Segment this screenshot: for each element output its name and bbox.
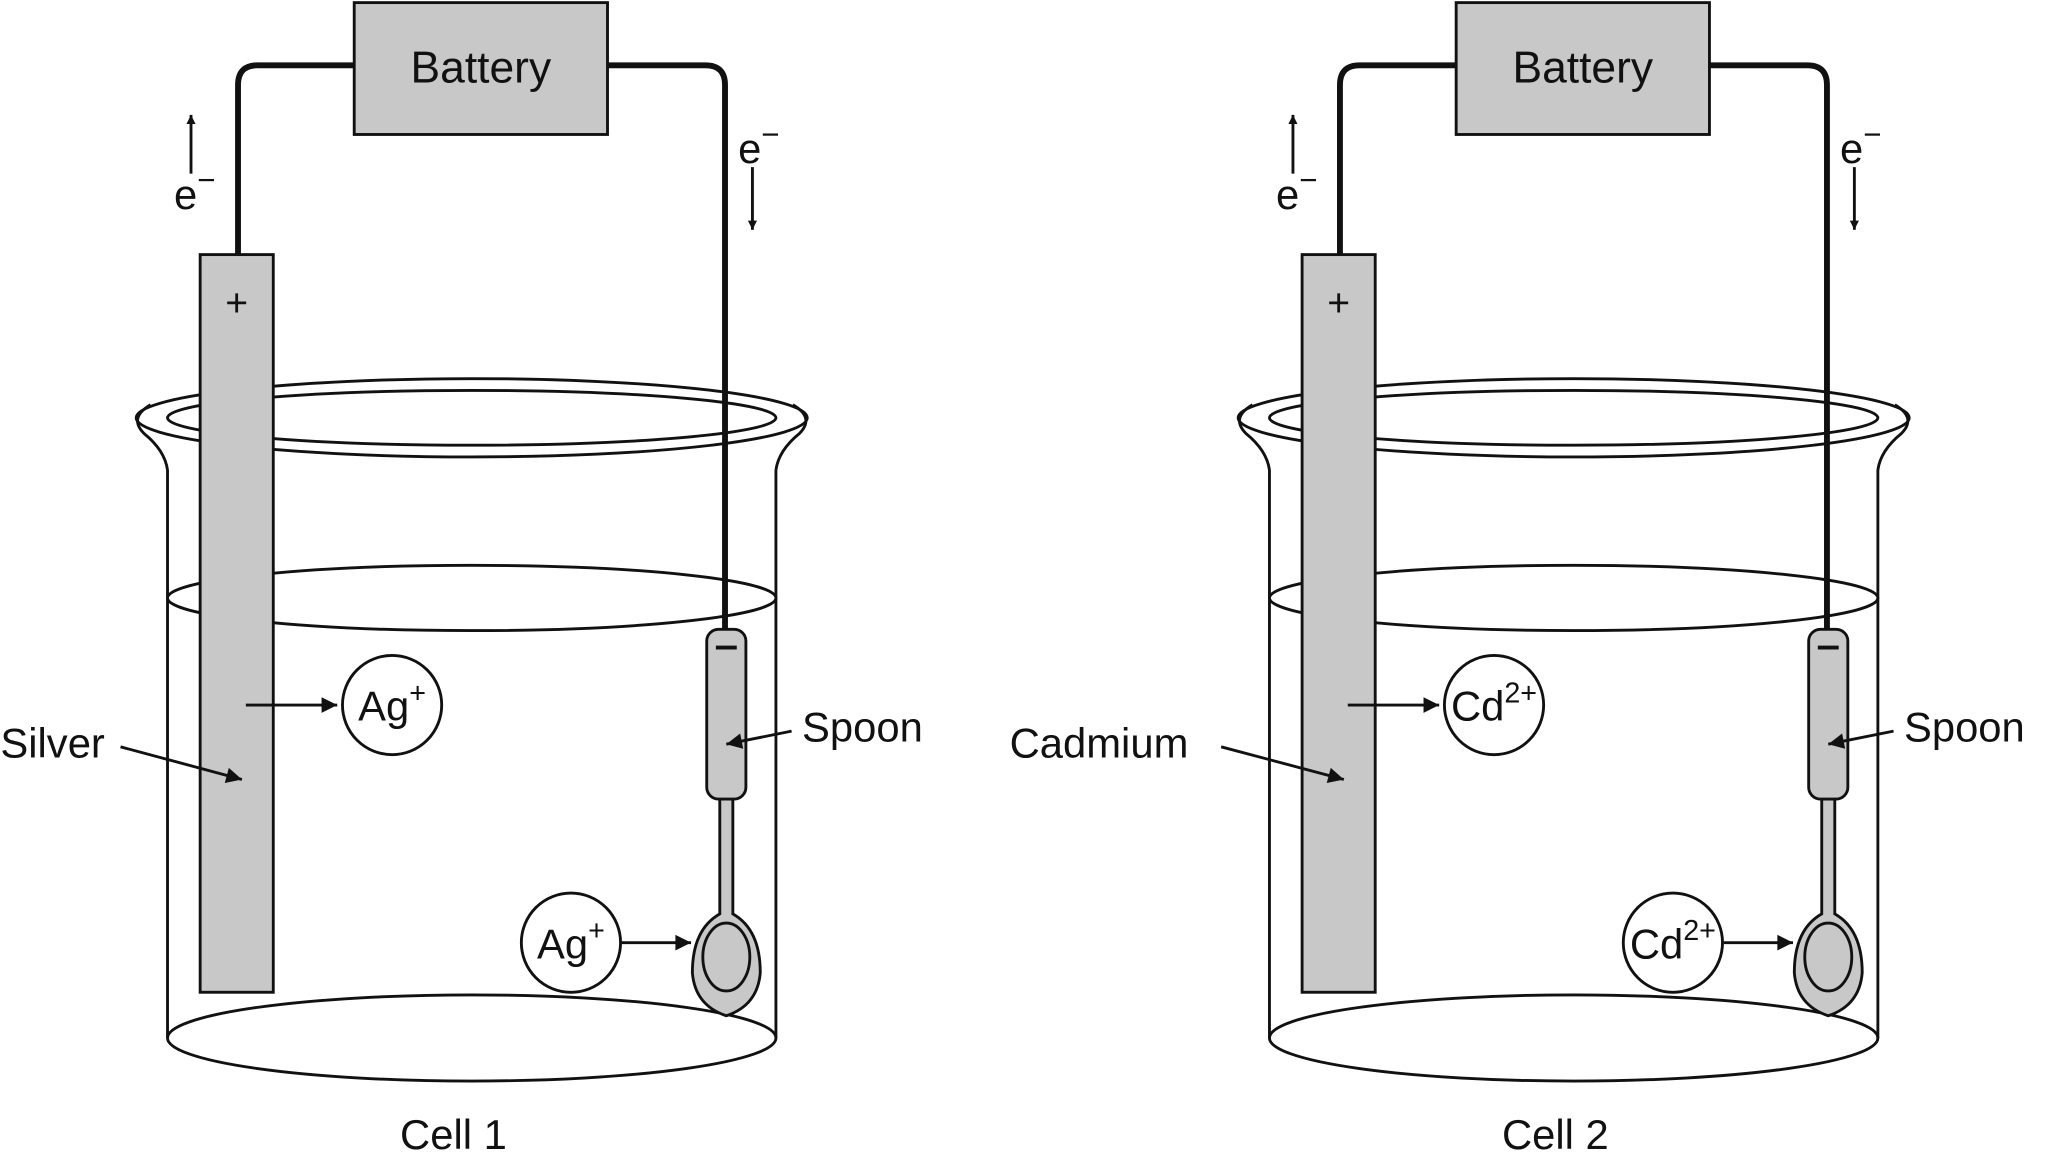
wire-positive	[1337, 62, 1457, 255]
beaker-lip-right	[1876, 403, 1910, 471]
ion-symbol: Cd	[1630, 920, 1683, 967]
beaker-rim-inner	[166, 388, 778, 447]
ion-charge: 2+	[1683, 915, 1716, 947]
electron-symbol: e	[1840, 125, 1863, 172]
electron-label-right: e−	[1840, 117, 1882, 172]
spoon-bowl-inner	[701, 921, 752, 993]
electron-label-left: e−	[174, 163, 216, 218]
beaker-bottom	[1268, 993, 1880, 1083]
electron-charge: −	[761, 117, 779, 152]
spoon-handle-bowl	[1792, 797, 1864, 1018]
electron-charge: −	[1863, 117, 1881, 152]
spoon-label-arrow	[1827, 729, 1894, 749]
positive-sign: +	[225, 282, 248, 325]
ion-circle	[341, 653, 444, 757]
spoon-bowl-inner	[1803, 921, 1854, 993]
ion-label-cathode: Cd2+	[1630, 915, 1716, 967]
anode-label-arrow	[1220, 745, 1345, 783]
electron-label-left: e−	[1276, 163, 1318, 218]
beaker-bottom	[166, 993, 778, 1083]
spoon-label-arrow	[726, 729, 792, 749]
electron-symbol: e	[174, 171, 197, 218]
electron-charge: −	[1299, 163, 1317, 198]
ion-label: Cd2+	[1451, 677, 1537, 729]
spoon-handle-bowl	[690, 797, 762, 1018]
beaker-lip-right	[774, 403, 808, 471]
beaker-lip-left	[136, 403, 169, 471]
cell-caption: Cell 1	[400, 1111, 507, 1158]
electron-label-right: e−	[738, 117, 780, 172]
spoon-cathode	[705, 627, 748, 801]
electron-charge: −	[197, 163, 215, 198]
ion-symbol: Ag	[537, 920, 588, 967]
ion-circle	[1442, 653, 1546, 757]
battery	[1454, 1, 1711, 136]
battery-label: Battery	[411, 43, 552, 92]
anode-electrode	[198, 253, 275, 994]
ion-charge: 2+	[1504, 677, 1537, 709]
spoon-cathode	[1807, 627, 1850, 801]
beaker-lip-left	[1238, 403, 1271, 471]
anode-label: Cadmium	[1010, 719, 1189, 766]
anode-electrode	[1300, 253, 1377, 994]
ion-label: Ag+	[358, 677, 426, 729]
cell-caption: Cell 2	[1502, 1111, 1609, 1158]
anode-label: Silver	[0, 719, 105, 766]
ion-symbol: Ag	[358, 683, 409, 730]
solution-surface	[166, 563, 778, 633]
beaker-rim-outer	[1236, 377, 1911, 459]
battery	[352, 1, 609, 136]
ion-charge: +	[588, 915, 605, 947]
beaker-rim-outer	[134, 377, 809, 459]
ion-circle-cathode	[1621, 891, 1724, 994]
electron-symbol: e	[738, 125, 761, 172]
ion-charge: +	[409, 677, 426, 709]
anode-label-arrow	[120, 745, 243, 783]
ion-circle-cathode	[519, 891, 623, 994]
spoon-label: Spoon	[802, 704, 923, 751]
ion-symbol: Cd	[1451, 683, 1504, 730]
spoon-label: Spoon	[1904, 704, 2025, 751]
battery-label: Battery	[1513, 43, 1654, 92]
wire-positive	[235, 62, 355, 255]
ion-label-cathode: Ag+	[537, 915, 605, 967]
solution-surface	[1268, 563, 1880, 633]
electron-symbol: e	[1276, 171, 1299, 218]
positive-sign: +	[1327, 282, 1350, 325]
wire-negative	[607, 62, 728, 632]
beaker-rim-inner	[1268, 388, 1880, 447]
wire-negative	[1709, 62, 1830, 632]
